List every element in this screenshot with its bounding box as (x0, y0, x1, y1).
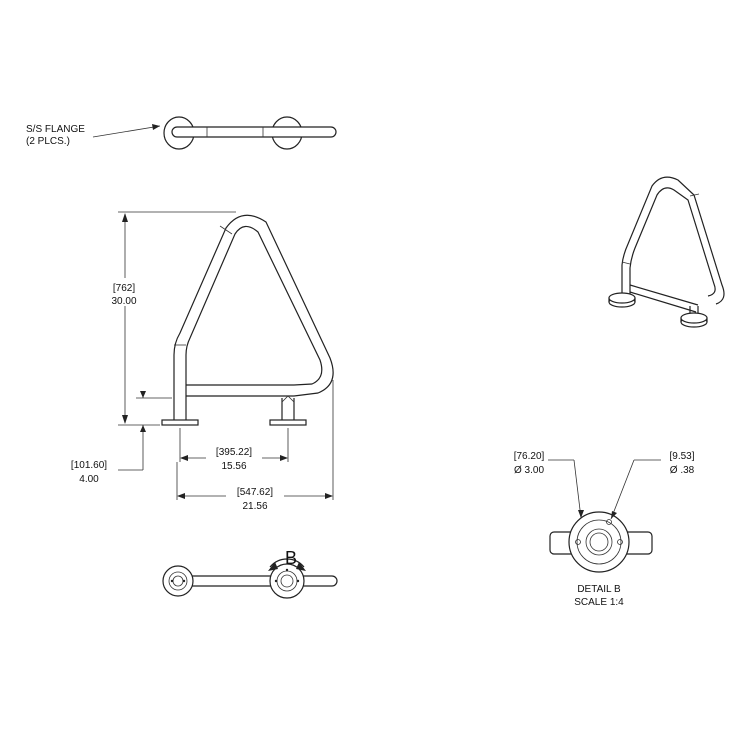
detail-dia-large-in: Ø 3.00 (514, 465, 544, 476)
bottom-view-flange-left (162, 565, 194, 597)
bottom-view: B (162, 548, 338, 599)
inner-width-in: 15.56 (221, 461, 246, 472)
detail-b-flange (568, 511, 630, 573)
front-view-post-right (281, 395, 295, 420)
flange-callout-leader (92, 124, 161, 138)
detail-dia-small-mm: [9.53] (669, 451, 694, 462)
inner-width-mm: [395.22] (216, 447, 252, 458)
flange-dimension-mm: [101.60] (71, 460, 107, 471)
detail-b-leaders (548, 459, 661, 520)
outer-width-gap (226, 482, 284, 512)
detail-scale: SCALE 1:4 (574, 597, 624, 608)
flange-callout-qty: (2 PLCS.) (26, 136, 70, 147)
front-view (161, 214, 334, 426)
height-dimension (118, 211, 236, 426)
isometric-flange-left (608, 292, 636, 308)
detail-marker-label: B (285, 548, 297, 568)
outer-width-mm: [547.62] (237, 487, 273, 498)
detail-dia-large-mm: [76.20] (514, 451, 545, 462)
flange-dimension-in: 4.00 (79, 474, 99, 485)
detail-marker-arrows (268, 558, 306, 571)
flange-callout-label: S/S FLANGE (26, 124, 85, 135)
top-view: S/S FLANGE (2 PLCS.) (26, 116, 337, 150)
isometric-flange-right (680, 312, 708, 328)
detail-title: DETAIL B (577, 584, 621, 595)
front-view-post-left (173, 398, 187, 420)
detail-dia-small-in: Ø .38 (670, 465, 695, 476)
front-view-flange-right (269, 419, 307, 426)
top-view-rail (171, 126, 337, 138)
detail-b: [76.20] Ø 3.00 [9.53] Ø .38 DETAIL B SCA… (514, 451, 695, 608)
height-dimension-in: 30.00 (111, 296, 136, 307)
height-dimension-mm: [762] (113, 283, 135, 294)
flange-dimension (118, 391, 172, 471)
inner-width-gap (206, 443, 262, 473)
front-view-flange-left (161, 419, 199, 426)
bottom-view-flange-right (269, 563, 305, 599)
height-dimension-gap (104, 278, 144, 306)
front-view-frame (173, 214, 334, 398)
isometric-view (608, 176, 725, 328)
outer-width-in: 21.56 (242, 501, 267, 512)
